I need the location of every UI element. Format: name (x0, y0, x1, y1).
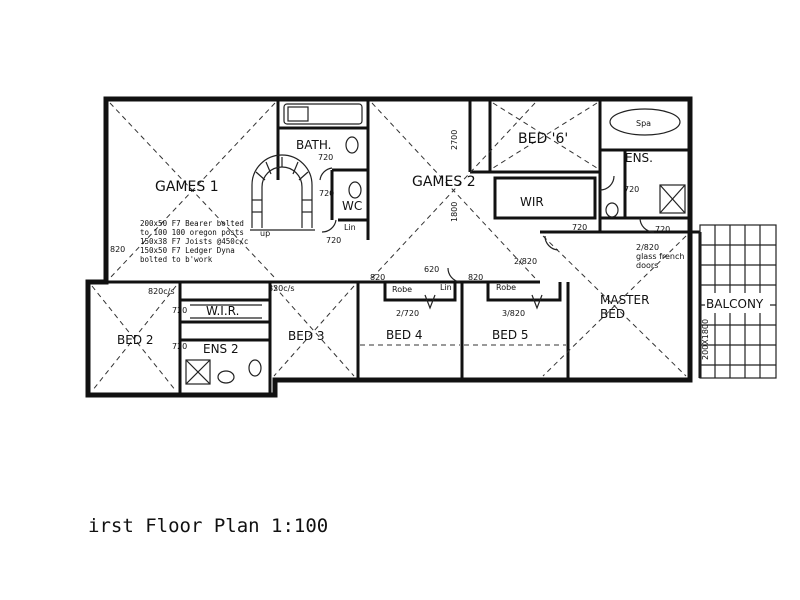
label-wir-top: WIR (520, 195, 544, 209)
dim-720-bed2: 720 (172, 306, 187, 315)
label-glass-french: glass french (636, 252, 684, 261)
dim-820cs-a: 820c/s (148, 287, 175, 296)
room-labels: GAMES 1 GAMES 2 BATH. WC Lin BED '6' ENS… (117, 119, 764, 356)
dim-720-bath: 720 (318, 153, 333, 162)
label-wc: WC (342, 199, 362, 213)
dimension-labels: 2700 1800 720 720 720 720 720 720 820 82… (110, 130, 710, 360)
label-stair-up: up (260, 229, 270, 238)
note-line-4: 150x50 F7 Ledger Dyna (140, 246, 235, 255)
dim-2700: 2700 (450, 130, 459, 150)
label-ens-top: ENS. (625, 151, 653, 165)
dim-720-master: 720 (655, 225, 670, 234)
door-swings (319, 167, 655, 283)
label-bed-5: BED 5 (492, 328, 529, 342)
label-bed-6: BED '6' (518, 131, 568, 147)
label-bed-4: BED 4 (386, 328, 423, 342)
interior-walls (106, 99, 702, 395)
dim-820-bed4: 820 (370, 273, 385, 282)
label-robe-5: Robe (496, 283, 516, 292)
dim-720-ens2: 720 (172, 342, 187, 351)
label-bed-3: BED 3 (288, 329, 325, 343)
label-ens-2: ENS 2 (203, 342, 239, 356)
dim-720-stair: 720 (326, 236, 341, 245)
plan-title: irst Floor Plan 1:100 (88, 515, 328, 537)
note-line-3: 150x38 F7 Joists @450c/c (140, 237, 248, 246)
note-line-5: bolted to b'work (140, 255, 213, 264)
label-games-2: GAMES 2 (412, 174, 476, 190)
label-wir-left: W.I.R. (206, 304, 239, 318)
label-lin-2: Lin (440, 283, 452, 292)
label-robe-4: Robe (392, 285, 412, 294)
dim-balcony-size: 200X1800 (701, 319, 710, 360)
ceiling-diagonals (91, 102, 687, 392)
label-linen-small: Lin (344, 223, 356, 232)
dim-820-left: 820 (110, 245, 125, 254)
dim-2-820: 2/820 (514, 257, 537, 266)
dim-620: 620 (424, 265, 439, 274)
label-balcony: BALCONY (706, 297, 764, 311)
dim-820-bed5: 820 (468, 273, 483, 282)
label-spa: Spa (636, 119, 651, 128)
dim-2-720: 2/720 (396, 309, 419, 318)
dim-2-820-french: 2/820 (636, 243, 659, 252)
dim-720-wir: 720 (572, 223, 587, 232)
dim-720-ens: 720 (624, 185, 639, 194)
fixtures (185, 103, 686, 385)
label-games-1: GAMES 1 (155, 179, 219, 195)
label-bath: BATH. (296, 138, 331, 152)
note-line-2: to 100 100 oregon posts (140, 228, 244, 237)
label-doors: doors (636, 261, 658, 270)
structural-note: 200x50 F7 Bearer bolted to 100 100 orego… (140, 219, 248, 264)
dim-820cs-b: 820c/s (268, 284, 295, 293)
dim-3-820: 3/820 (502, 309, 525, 318)
balcony-area (699, 224, 777, 379)
note-line-1: 200x50 F7 Bearer bolted (140, 219, 244, 228)
dim-720-wc: 720 (319, 189, 334, 198)
dim-1800: 1800 (450, 202, 459, 222)
label-master: MASTER (600, 293, 649, 307)
label-bed-2: BED 2 (117, 333, 154, 347)
spiral-staircase (251, 154, 313, 228)
label-master-bed: BED (600, 307, 625, 321)
